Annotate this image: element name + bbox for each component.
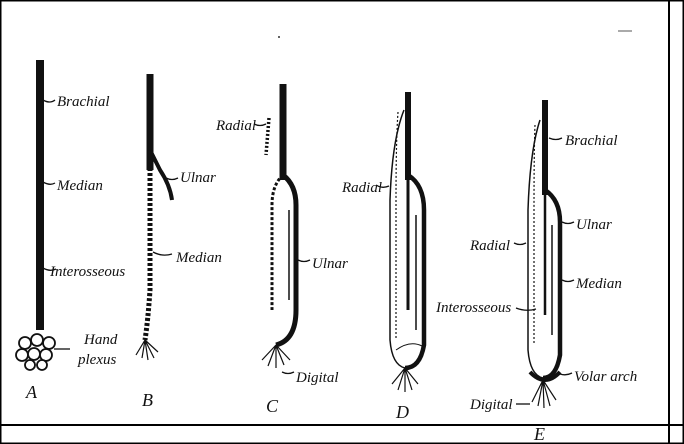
panel-b-ulnar-label: Ulnar bbox=[180, 170, 216, 186]
panel-a-median-label: Median bbox=[56, 178, 103, 194]
panel-e-letter: E bbox=[533, 424, 545, 444]
panel-e-ulnar-leader bbox=[562, 222, 574, 224]
panel-c-median-vessel bbox=[272, 175, 283, 310]
panel-e-digital-branches bbox=[532, 380, 556, 408]
panel-e-brachial-label: Brachial bbox=[565, 133, 618, 149]
panel-a-brachial-leader bbox=[43, 100, 55, 102]
panel-c-digital-label: Digital bbox=[295, 370, 339, 386]
panel-d-radial-outer bbox=[390, 110, 405, 368]
panel-e-interosseous-label: Interosseous bbox=[435, 300, 511, 316]
panel-d-radial-inner bbox=[396, 112, 398, 338]
panel-e-interosseous-leader bbox=[516, 308, 536, 310]
panel-e-volar-arch-label: Volar arch bbox=[574, 369, 637, 385]
panel-b: Ulnar Median B bbox=[136, 74, 222, 410]
panel-d-digital-branches bbox=[392, 368, 418, 392]
panel-e-median-leader bbox=[562, 280, 574, 282]
panel-e-median-label: Median bbox=[575, 276, 622, 292]
panel-b-ulnar-vessel bbox=[150, 150, 172, 200]
panel-a-interosseous-label: Interosseous bbox=[49, 264, 125, 280]
panel-e-radial-label: Radial bbox=[469, 238, 510, 254]
panel-b-median-label: Median bbox=[175, 250, 222, 266]
panel-a: Brachial Median Interosseous Hand plexus… bbox=[16, 60, 125, 402]
panel-e-volar-arch-leader bbox=[560, 373, 572, 375]
panel-b-median-leader bbox=[153, 252, 172, 255]
panel-a-hand-label: Hand bbox=[83, 332, 118, 348]
panel-e-radial-outer bbox=[528, 120, 543, 378]
panel-e-ulnar-label: Ulnar bbox=[576, 217, 612, 233]
panel-c-ulnar-label: Ulnar bbox=[312, 256, 348, 272]
panel-c-digital-branches bbox=[262, 345, 290, 368]
panel-a-brachial-label: Brachial bbox=[57, 94, 110, 110]
panel-c-ulnar-leader bbox=[298, 260, 310, 262]
panel-b-ulnar-leader bbox=[166, 178, 178, 180]
panel-b-digital-branches bbox=[136, 340, 158, 360]
panel-a-letter: A bbox=[25, 382, 38, 402]
panel-e-radial-leader bbox=[514, 243, 526, 245]
panel-d: Radial D bbox=[341, 92, 424, 422]
panel-c-ulnar-vessel bbox=[276, 175, 296, 345]
panel-c-radial-label: Radial bbox=[215, 118, 256, 134]
panel-c-radial-vessel bbox=[266, 118, 269, 155]
panel-c-letter: C bbox=[266, 396, 279, 416]
panel-a-median-leader bbox=[43, 182, 55, 184]
panel-b-median-vessel bbox=[145, 168, 150, 340]
panel-e-brachial-leader bbox=[549, 138, 562, 140]
panel-b-letter: B bbox=[142, 390, 153, 410]
panel-d-radial-label: Radial bbox=[341, 180, 382, 196]
panel-e: Brachial Ulnar Radial Median Interosseou… bbox=[435, 100, 637, 444]
panel-c-digital-leader bbox=[282, 372, 294, 374]
panel-e-digital-label: Digital bbox=[469, 397, 513, 413]
panel-e-radial-inner bbox=[534, 125, 535, 345]
panel-c: Radial Ulnar Digital C bbox=[215, 84, 348, 416]
scan-speck bbox=[278, 36, 280, 38]
panel-d-letter: D bbox=[395, 402, 409, 422]
panel-a-hand-plexus bbox=[16, 334, 55, 370]
panel-a-plexus-label: plexus bbox=[77, 352, 116, 368]
panel-d-palmar-arch bbox=[396, 344, 422, 350]
